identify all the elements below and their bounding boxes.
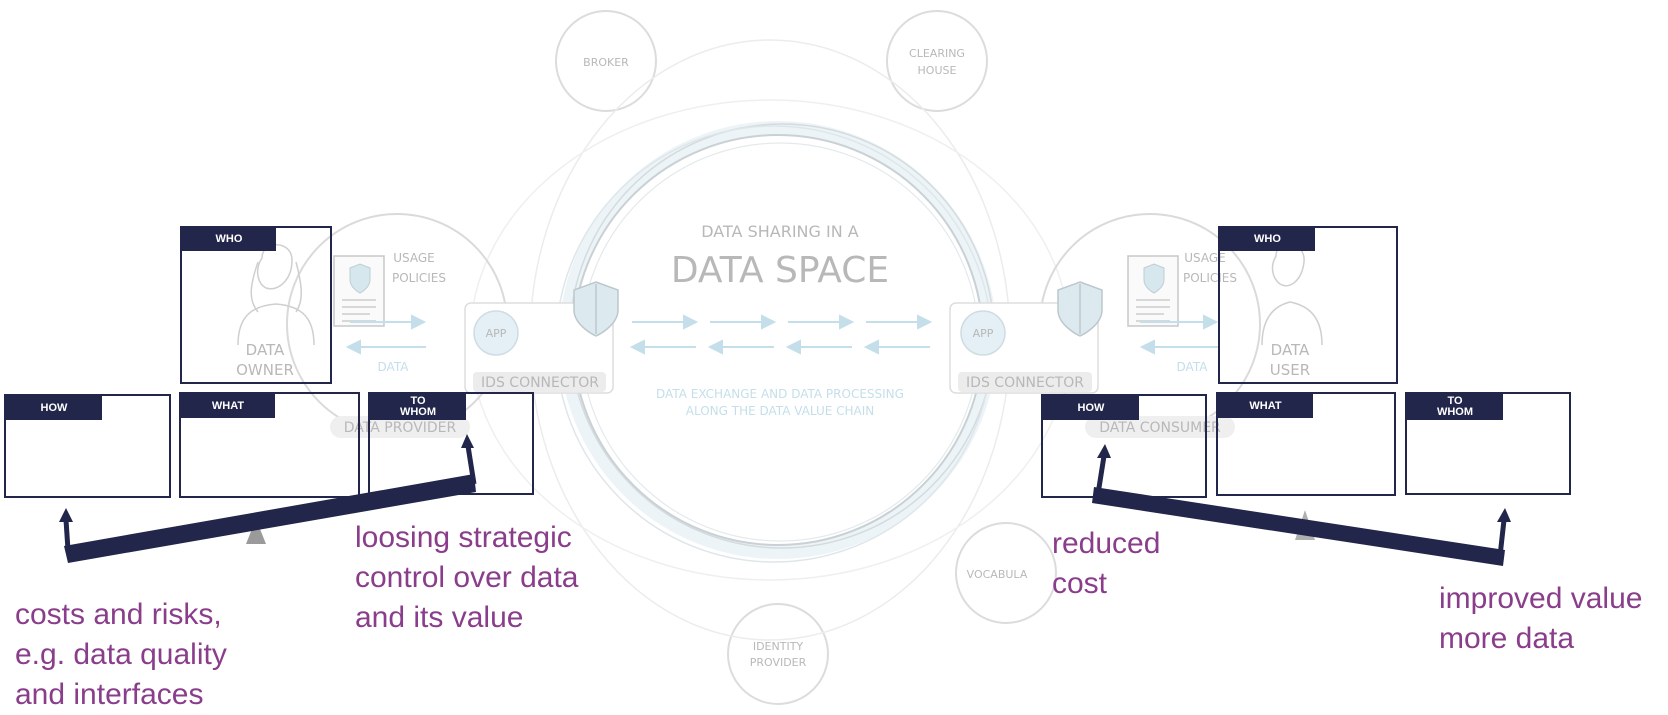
right-who-tag: WHO	[1220, 228, 1315, 251]
right-usage-policies-label-1: USAGE	[1184, 251, 1226, 265]
document-icon	[333, 255, 385, 327]
user-label-1: DATA	[1271, 341, 1310, 359]
left-seesaw-end	[63, 519, 71, 551]
left-who-tag: WHO	[182, 228, 276, 251]
left-fulcrum	[246, 519, 266, 544]
left-what-tag: WHAT	[181, 394, 275, 418]
subtitle-line-2: ALONG THE DATA VALUE CHAIN	[686, 404, 875, 418]
annotation-reduced-cost: reduced cost	[1052, 527, 1161, 600]
clearing-house-label-1: CLEARING	[909, 47, 965, 60]
left-what-box: WHAT	[179, 392, 360, 498]
subtitle-line-1: DATA EXCHANGE AND DATA PROCESSING	[656, 387, 904, 401]
left-connector-label: IDS CONNECTOR	[481, 375, 599, 391]
right-seesaw-beam	[1092, 487, 1505, 566]
annotation-costs: costs and risks, e.g. data quality and i…	[15, 598, 227, 711]
right-data-label: DATA	[1177, 360, 1209, 374]
left-seesaw-beam	[64, 474, 476, 563]
broker-circle	[555, 10, 657, 112]
owner-label-2: OWNER	[236, 361, 294, 379]
left-connector-label-bg	[473, 372, 606, 392]
clearing-house-label-2: HOUSE	[918, 64, 957, 77]
identity-provider-label-1: IDENTITY	[753, 640, 804, 653]
right-what-box: WHAT	[1216, 392, 1396, 496]
usage-policies-label-2: POLICIES	[392, 271, 446, 285]
right-app-circle	[960, 310, 1006, 356]
right-how-tag: HOW	[1043, 396, 1139, 420]
right-arrow-up-right	[1497, 508, 1511, 522]
consumer-label: DATA CONSUMER	[1099, 420, 1221, 436]
left-arrow-up-right	[461, 434, 474, 448]
right-to-whom-tag: TO WHOM	[1407, 394, 1503, 420]
exchange-arrows-right	[632, 314, 933, 330]
left-to-whom-tag: TO WHOM	[370, 394, 466, 420]
left-seesaw-end-right	[465, 445, 477, 485]
right-data-arrows	[1139, 314, 1219, 355]
consumer-label-bg	[1085, 416, 1235, 438]
title-large: DATA SPACE	[671, 250, 889, 291]
right-connector-label: IDS CONNECTOR	[966, 375, 1084, 391]
left-how-box: HOW	[4, 394, 171, 498]
user-label-2: USER	[1270, 361, 1310, 379]
left-data-label: DATA	[378, 360, 410, 374]
data-space-ring-glow	[559, 121, 997, 559]
right-how-box: HOW	[1041, 394, 1207, 498]
right-seesaw-end-right	[1497, 519, 1507, 557]
left-to-whom-box: TO WHOM	[368, 392, 534, 495]
title-small: DATA SHARING IN A	[701, 222, 859, 241]
vocabulary-circle	[955, 522, 1057, 624]
provider-label: DATA PROVIDER	[344, 420, 457, 436]
left-who-box: WHO	[180, 226, 332, 384]
right-app-label: APP	[973, 327, 994, 340]
annotation-loosing-control: loosing strategic control over data and …	[355, 521, 579, 634]
left-arrow-up	[59, 508, 73, 522]
data-space-ring	[572, 134, 984, 546]
owner-label-1: DATA	[246, 341, 285, 359]
annotation-improved-value: improved value more data	[1439, 582, 1643, 655]
broker-label: BROKER	[583, 56, 629, 69]
right-document-icon	[1127, 255, 1179, 327]
left-data-arrows	[345, 314, 427, 355]
exchange-arrows-left	[629, 339, 930, 355]
identity-provider-circle	[727, 603, 829, 705]
left-how-tag: HOW	[6, 396, 102, 420]
right-seesaw-end	[1095, 455, 1107, 495]
left-app-circle	[473, 310, 519, 356]
right-who-box: WHO	[1218, 226, 1398, 384]
right-arrow-up	[1097, 444, 1111, 458]
identity-provider-label-2: PROVIDER	[750, 656, 807, 669]
usage-policies-label-1: USAGE	[393, 251, 435, 265]
clearing-house-circle	[886, 10, 988, 112]
left-app-label: APP	[486, 327, 507, 340]
right-usage-policies-label-2: POLICIES	[1183, 271, 1237, 285]
vocabulary-label: VOCABULA	[967, 568, 1028, 581]
provider-label-bg	[330, 416, 470, 438]
right-to-whom-box: TO WHOM	[1405, 392, 1571, 495]
right-what-tag: WHAT	[1218, 394, 1313, 418]
right-connector-label-bg	[958, 372, 1092, 392]
